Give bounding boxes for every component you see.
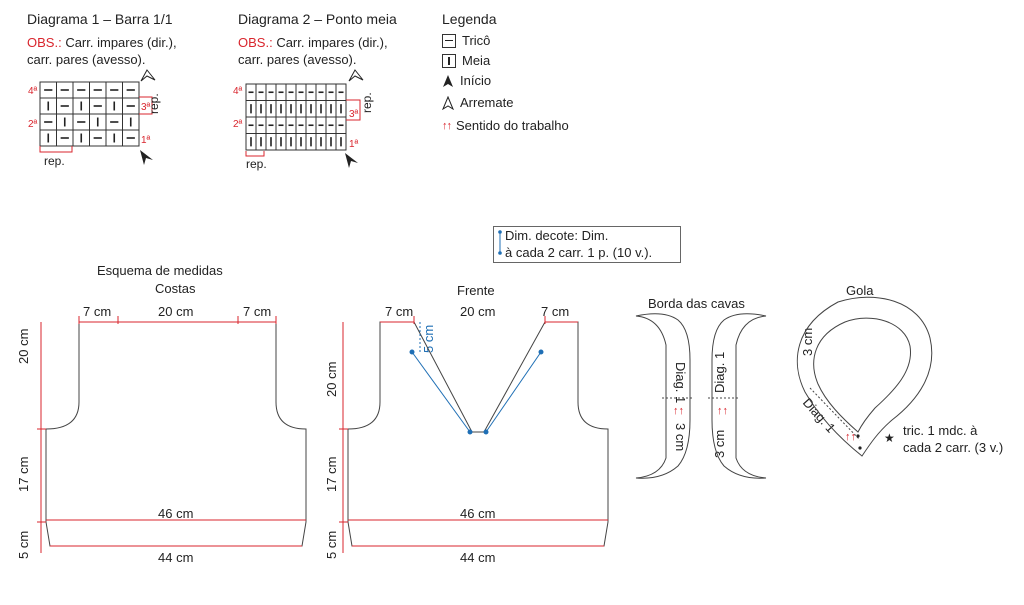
diagram2-row1-label: 1ª [349,139,359,150]
meia-box-icon [442,53,456,68]
frente-top-left: 7 cm [385,304,414,319]
costas-shape [37,316,307,553]
diagram1-row2-label: 2ª [28,119,38,130]
direction-arrows-icon: ↑↑ [673,405,684,417]
diagram1-annotations: 4ª 3ª 2ª 1ª rep. rep. [28,69,161,168]
frente-title: Frente [457,283,495,298]
diagram1-side-rep-bracket [139,96,153,115]
costas-top-right: 7 cm [243,304,272,319]
legend-title: Legenda [442,11,497,27]
frente-neck-decrease [409,322,544,435]
gola-shape [796,296,933,457]
diagram2-obs-text1: Carr. impares (dir.), [276,35,388,50]
gola-title: Gola [846,283,874,298]
costas-top-left: 7 cm [83,304,112,319]
diagram2-obs-label: OBS.: [238,35,273,50]
diagram1-obs-text2: carr. pares (avesso). [27,52,146,67]
frente-width-bottom: 44 cm [460,550,496,565]
direction-arrows-icon: ↑↑ [717,405,728,417]
diagram1-obs-text1: Carr. impares (dir.), [65,35,177,50]
legend-label-arremate: Arremate [460,95,514,110]
costas-title1: Esquema de medidas [97,263,223,278]
diagram1-cell [122,129,140,147]
diagram1-row3-label: 3ª [141,102,151,113]
decrease-note-line1: Dim. decote: Dim. [505,228,609,243]
legend-item-sentido: ↑↑ Sentido do trabalho [442,118,569,133]
inicio-arrow-icon [345,153,358,168]
decrease-icon [498,230,502,255]
diagram1-bottom-rep-label: rep. [44,154,65,168]
diagram1-side-rep-label: rep. [147,93,161,114]
frente-top-center: 20 cm [460,304,496,319]
borda-left-shape [635,313,694,479]
costas-title2: Costas [155,281,196,296]
legend-label-meia: Meia [462,53,491,68]
borda-title: Borda das cavas [648,296,745,311]
inicio-arrow-icon [140,150,153,165]
diagram2-row4-label: 4ª [233,86,243,97]
tricot-box-icon [442,33,456,48]
legend-item-inicio: Início [442,73,491,88]
costas-width-inner: 46 cm [158,506,194,521]
diagram1-row4-label: 4ª [28,86,38,97]
legend-label-inicio: Início [460,73,492,88]
diagram1-grid [39,81,140,147]
arremate-arrow-icon [442,95,454,110]
legend-label-sentido: Sentido do trabalho [456,118,569,133]
direction-arrows-icon: ↑↑ [845,431,856,443]
diagram2-obs: OBS.: Carr. impares (dir.), [238,35,388,51]
diagram2-grid [245,83,347,151]
diagram2-bottom-rep-label: rep. [246,157,267,171]
diagram2-obs-text2: carr. pares (avesso). [238,52,357,67]
inicio-arrow-icon [443,74,453,87]
diagram2-side-rep-label: rep. [360,92,374,113]
arremate-arrow-icon [348,69,364,82]
diagram2-row3-label: 3ª [349,109,359,120]
frente-shape [339,316,609,553]
diagram1-obs: OBS.: Carr. impares (dir.), [27,35,177,51]
star-icon: ★ [884,431,895,445]
diagram2-annotations: 4ª 3ª 2ª 1ª rep. rep. [233,69,374,171]
borda-right-shape [708,313,767,479]
frente-width-inner: 46 cm [460,506,496,521]
diagram2-row2-label: 2ª [233,119,243,130]
diagram1-obs-label: OBS.: [27,35,62,50]
costas-width-bottom: 44 cm [158,550,194,565]
legend-item-arremate: Arremate [442,95,513,110]
diagram2-cell [335,133,347,151]
direction-arrows-icon: ↑↑ [442,119,452,132]
gola-note2: cada 2 carr. (3 v.) [903,440,1004,455]
diagram1-row1-label: 1ª [141,135,151,146]
gola-note1: tric. 1 mdc. à [903,423,978,438]
legend-item-trico: Tricô [442,33,490,48]
costas-top-center: 20 cm [158,304,194,319]
diagram2-side-rep-bracket [346,99,361,121]
diagram1-title: Diagrama 1 – Barra 1/1 [27,11,173,27]
legend-label-trico: Tricô [462,33,491,48]
decrease-note-line2: à cada 2 carr. 1 p. (10 v.). [505,245,653,260]
arremate-arrow-icon [140,69,156,82]
diagram2-title: Diagrama 2 – Ponto meia [238,11,397,27]
frente-top-right: 7 cm [541,304,570,319]
decrease-note-box [493,226,681,263]
diagram1-bottom-rep-bracket [39,146,73,153]
legend-item-meia: Meia [442,53,490,68]
diagram2-bottom-rep-bracket [245,151,265,157]
